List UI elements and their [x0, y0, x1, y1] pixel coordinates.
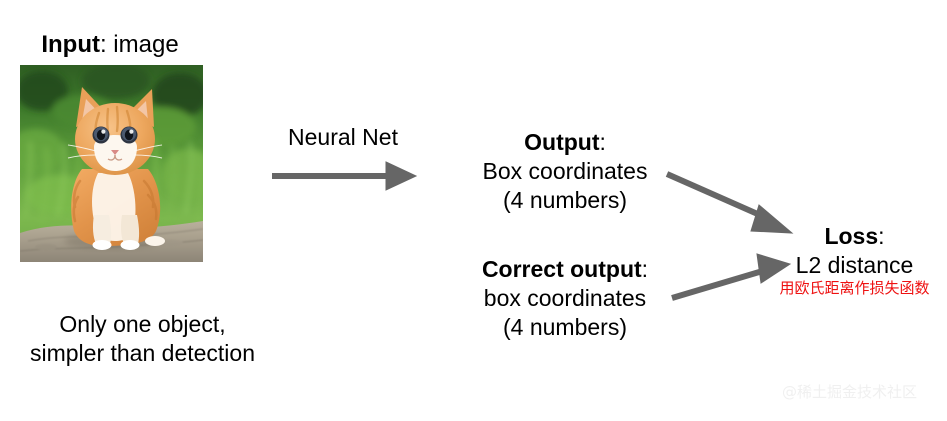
- input-image-photo: [20, 65, 203, 262]
- correct-output-heading-rest: :: [641, 256, 649, 282]
- input-title-rest: : image: [99, 31, 179, 58]
- output-line-3: (4 numbers): [503, 187, 627, 213]
- loss-line-2: L2 distance: [795, 252, 914, 278]
- neural-net-arrow: [272, 161, 418, 191]
- loss-heading-bold: Loss: [824, 223, 879, 249]
- input-caption: Only one object, simpler than detection: [0, 310, 285, 368]
- kitten-photo-illustration: [20, 65, 203, 262]
- output-heading-rest: :: [599, 129, 606, 155]
- correct-output-line-3: (4 numbers): [503, 314, 627, 340]
- input-title: Input: image: [0, 30, 220, 60]
- loss-annotation-chinese: 用欧氏距离作损失函数: [779, 279, 930, 297]
- correct-output-block: Correct output: box coordinates (4 numbe…: [440, 255, 690, 342]
- output-heading: Output:: [440, 128, 690, 157]
- loss-heading-rest: :: [878, 223, 885, 249]
- loss-block: Loss: L2 distance: [762, 222, 947, 280]
- input-caption-line-2: simpler than detection: [29, 340, 255, 366]
- output-line-2: Box coordinates: [482, 158, 648, 184]
- neural-net-label: Neural Net: [288, 124, 398, 150]
- output-block: Output: Box coordinates (4 numbers): [440, 128, 690, 215]
- correct-output-heading: Correct output:: [440, 255, 690, 284]
- loss-heading: Loss:: [762, 222, 947, 251]
- input-title-bold: Input: [41, 31, 100, 58]
- correct-output-line-2: box coordinates: [483, 285, 647, 311]
- watermark: @稀土掘金技术社区: [781, 383, 917, 401]
- input-caption-line-1: Only one object,: [59, 311, 226, 337]
- output-heading-bold: Output: [524, 129, 600, 155]
- correct-output-heading-bold: Correct output: [481, 256, 642, 282]
